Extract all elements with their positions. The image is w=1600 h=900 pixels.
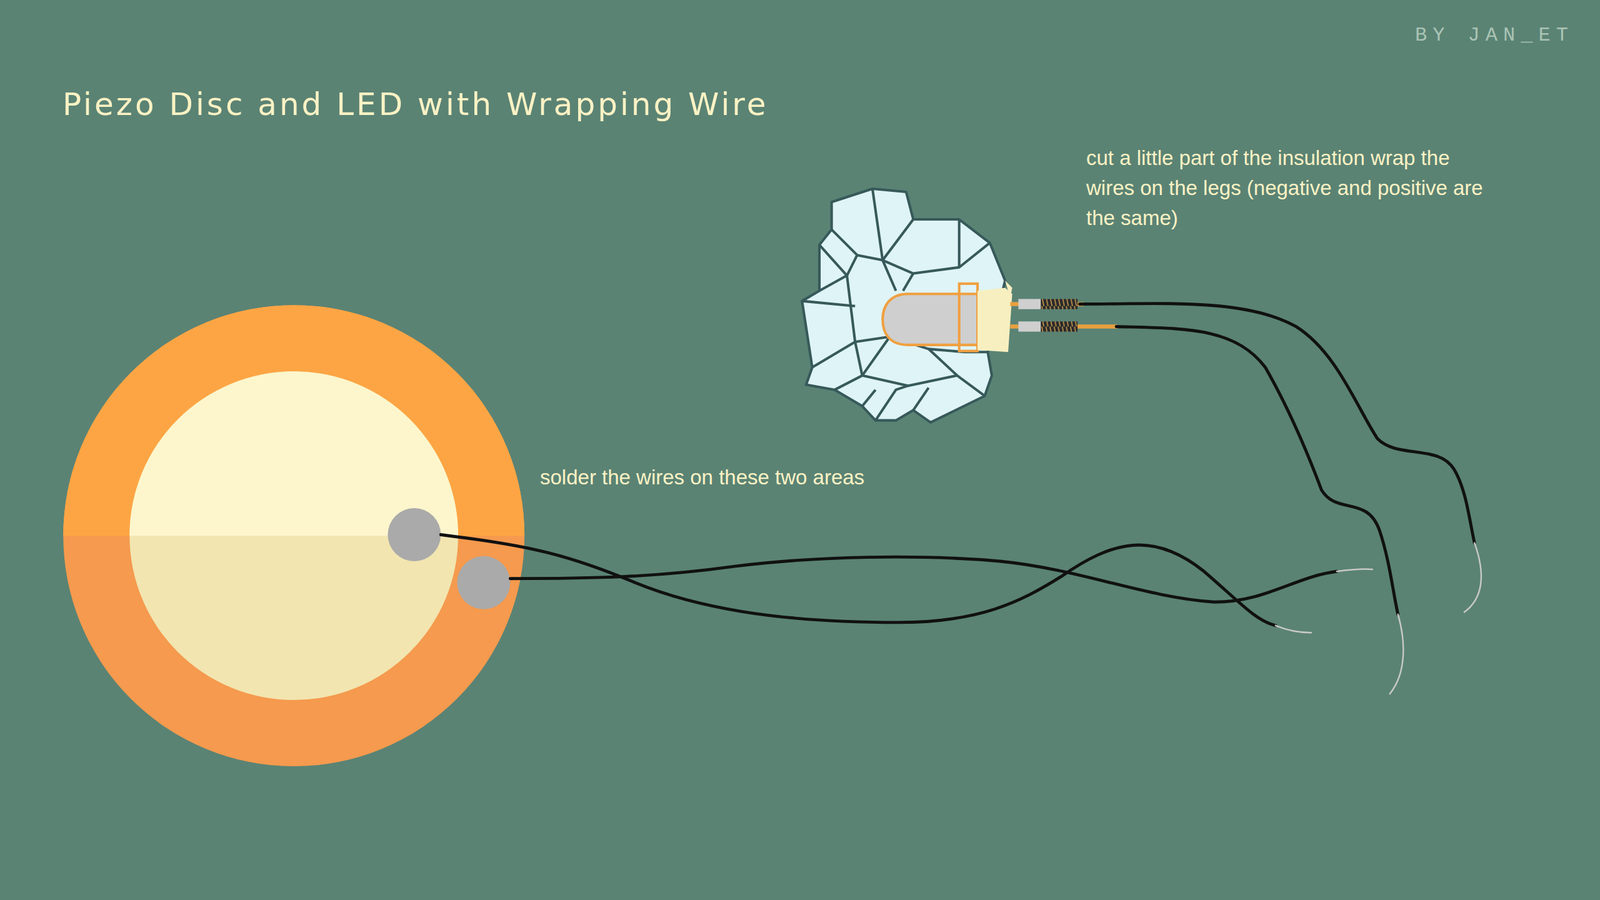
instruction-note: cut a little part of the insulation wrap…: [1086, 143, 1493, 234]
solder-pads: [387, 508, 510, 610]
led: [882, 280, 1118, 352]
instruction-note: solder the wires on these two areas: [540, 462, 865, 493]
watermark: BY JAN_ET: [1415, 23, 1574, 47]
disc-wires: [440, 535, 1373, 634]
crystal-shell: [801, 188, 1005, 423]
diagram-title: Piezo Disc and LED with Wrapping Wire: [62, 86, 769, 123]
led-wires: [1079, 303, 1482, 695]
